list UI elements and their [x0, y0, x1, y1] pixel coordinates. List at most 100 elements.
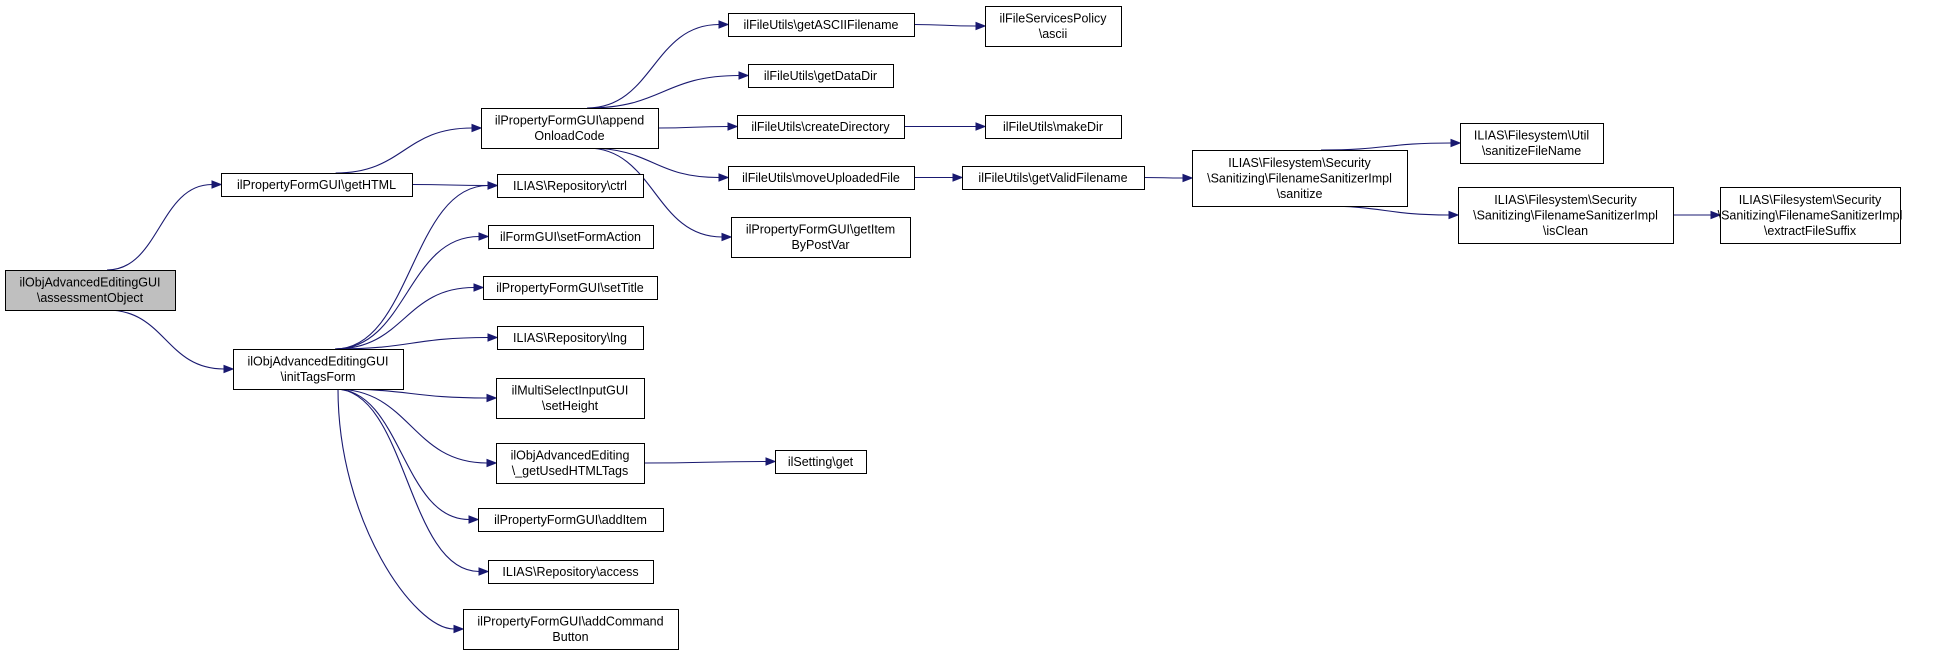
node-setTitle[interactable]: ilPropertyFormGUI\setTitle — [483, 276, 658, 300]
edge-getUsedHTMLTags-to-settingGet — [643, 457, 777, 466]
node-addItem[interactable]: ilPropertyFormGUI\addItem — [478, 508, 664, 532]
node-extractFileSuffix[interactable]: ILIAS\Filesystem\Security\Sanitizing\Fil… — [1718, 187, 1903, 244]
node-label-line: ilFormGUI\setFormAction — [500, 230, 641, 244]
node-makeDir[interactable]: ilFileUtils\makeDir — [985, 115, 1122, 139]
edge-initTagsForm-to-lng — [334, 333, 499, 350]
node-label-line: \isClean — [1543, 224, 1588, 238]
node-label-line: OnloadCode — [534, 129, 604, 143]
node-box — [221, 173, 413, 197]
node-label-line: ilPropertyFormGUI\append — [495, 114, 644, 128]
node-label-line: ilFileUtils\getASCIIFilename — [744, 18, 899, 32]
node-setHeight[interactable]: ilMultiSelectInputGUI\setHeight — [496, 378, 645, 419]
node-label-line: \ascii — [1039, 27, 1067, 41]
node-box — [1460, 123, 1604, 164]
node-box — [496, 378, 645, 419]
node-createDirectory[interactable]: ilFileUtils\createDirectory — [737, 115, 905, 139]
node-label-line: \_getUsedHTMLTags — [512, 464, 629, 478]
node-box — [962, 166, 1145, 190]
node-label-line: \setHeight — [542, 399, 599, 413]
node-label-line: ilSetting\get — [788, 455, 854, 469]
node-label-line: ilFileUtils\getValidFilename — [978, 171, 1127, 185]
node-box — [985, 115, 1122, 139]
node-setFormAction[interactable]: ilFormGUI\setFormAction — [488, 225, 654, 249]
node-lng[interactable]: ILIAS\Repository\lng — [497, 326, 644, 350]
node-label-line: ilFileUtils\createDirectory — [751, 120, 890, 134]
node-label-line: ilPropertyFormGUI\getItem — [746, 223, 895, 237]
node-sanitize[interactable]: ILIAS\Filesystem\Security\Sanitizing\Fil… — [1192, 150, 1408, 207]
node-label-line: ilFileUtils\makeDir — [1003, 120, 1103, 134]
node-label-line: \sanitizeFileName — [1482, 144, 1581, 158]
node-label-line: ilPropertyFormGUI\getHTML — [237, 178, 396, 192]
node-label-line: ILIAS\Repository\lng — [513, 331, 627, 345]
node-getASCIIFilename[interactable]: ilFileUtils\getASCIIFilename — [728, 13, 915, 37]
edges-layer — [106, 20, 1722, 634]
node-label-line: ilFileServicesPolicy — [1000, 12, 1108, 26]
edge-initTagsForm-to-setFormAction — [334, 232, 490, 350]
node-getHTML[interactable]: ilPropertyFormGUI\getHTML — [221, 173, 413, 197]
edge-moveUploadedFile-to-getValidFilename — [914, 173, 964, 182]
node-box — [481, 108, 659, 149]
node-label-line: \Sanitizing\FilenameSanitizerImpl — [1207, 171, 1392, 185]
node-initTagsForm[interactable]: ilObjAdvancedEditingGUI\initTagsForm — [233, 349, 404, 390]
node-label-line: ilObjAdvancedEditingGUI — [19, 276, 160, 290]
node-label-line: Button — [552, 630, 588, 644]
edge-sanitize-to-isClean — [1320, 205, 1460, 220]
edge-assessment-to-getHTML — [106, 180, 223, 271]
node-box — [497, 326, 644, 350]
node-box — [775, 450, 867, 474]
node-label-line: ILIAS\Filesystem\Security — [1739, 193, 1882, 207]
node-label-line: \assessmentObject — [37, 291, 144, 305]
node-label-line: ILIAS\Filesystem\Security — [1228, 156, 1371, 170]
nodes-layer: ilObjAdvancedEditingGUI\assessmentObject… — [5, 6, 1903, 650]
edge-getHTML-to-appendOnload — [335, 123, 483, 174]
node-label-line: ILIAS\Filesystem\Util — [1474, 129, 1589, 143]
edge-sanitize-to-sanitizeFileName — [1320, 138, 1462, 151]
node-ctrl[interactable]: ILIAS\Repository\ctrl — [497, 174, 644, 198]
node-label-line: ilFileUtils\moveUploadedFile — [742, 171, 900, 185]
node-getDataDir[interactable]: ilFileUtils\getDataDir — [748, 64, 894, 88]
node-sanitizeFileName[interactable]: ILIAS\Filesystem\Util\sanitizeFileName — [1460, 123, 1604, 164]
node-isClean[interactable]: ILIAS\Filesystem\Security\Sanitizing\Fil… — [1458, 187, 1674, 244]
node-label-line: \extractFileSuffix — [1764, 224, 1857, 238]
edge-getValidFilename-to-sanitize — [1143, 173, 1194, 183]
node-access[interactable]: ILIAS\Repository\access — [488, 560, 654, 584]
node-assessment[interactable]: ilObjAdvancedEditingGUI\assessmentObject — [5, 270, 176, 311]
edge-initTagsForm-to-access — [334, 388, 490, 576]
node-label-line: ILIAS\Filesystem\Security — [1494, 193, 1637, 207]
edge-initTagsForm-to-addItem — [334, 388, 480, 524]
node-label-line: \Sanitizing\FilenameSanitizerImpl — [1473, 208, 1658, 222]
node-box — [483, 276, 658, 300]
edge-initTagsForm-to-addCommandButton — [337, 388, 465, 634]
node-settingGet[interactable]: ilSetting\get — [775, 450, 867, 474]
node-label-line: ilPropertyFormGUI\setTitle — [496, 281, 644, 295]
node-getUsedHTMLTags[interactable]: ilObjAdvancedEditing\_getUsedHTMLTags — [496, 443, 645, 484]
node-box — [5, 270, 176, 311]
edge-appendOnload-to-moveUploadedFile — [587, 147, 730, 182]
node-box — [1458, 187, 1674, 244]
node-ascii[interactable]: ilFileServicesPolicy\ascii — [985, 6, 1122, 47]
node-box — [497, 174, 644, 198]
node-box — [488, 560, 654, 584]
node-box — [233, 349, 404, 390]
node-label-line: ByPostVar — [791, 238, 849, 252]
edge-appendOnload-to-getItemByPostVar — [587, 147, 733, 242]
node-label-line: ilObjAdvancedEditing — [511, 449, 630, 463]
edge-appendOnload-to-createDirectory — [657, 122, 739, 131]
node-getValidFilename[interactable]: ilFileUtils\getValidFilename — [962, 166, 1145, 190]
node-label-line: \sanitize — [1277, 187, 1323, 201]
node-moveUploadedFile[interactable]: ilFileUtils\moveUploadedFile — [728, 166, 915, 190]
edge-getASCIIFilename-to-ascii — [913, 21, 987, 31]
node-label-line: ILIAS\Repository\access — [502, 565, 638, 579]
node-label-line: ilPropertyFormGUI\addItem — [494, 513, 647, 527]
node-box — [478, 508, 664, 532]
node-box — [728, 13, 915, 37]
edge-initTagsForm-to-getUsedHTMLTags — [334, 388, 498, 468]
edge-assessment-to-initTagsForm — [106, 309, 235, 374]
node-box — [488, 225, 654, 249]
node-box — [737, 115, 905, 139]
node-label-line: ilPropertyFormGUI\addCommand — [477, 615, 663, 629]
